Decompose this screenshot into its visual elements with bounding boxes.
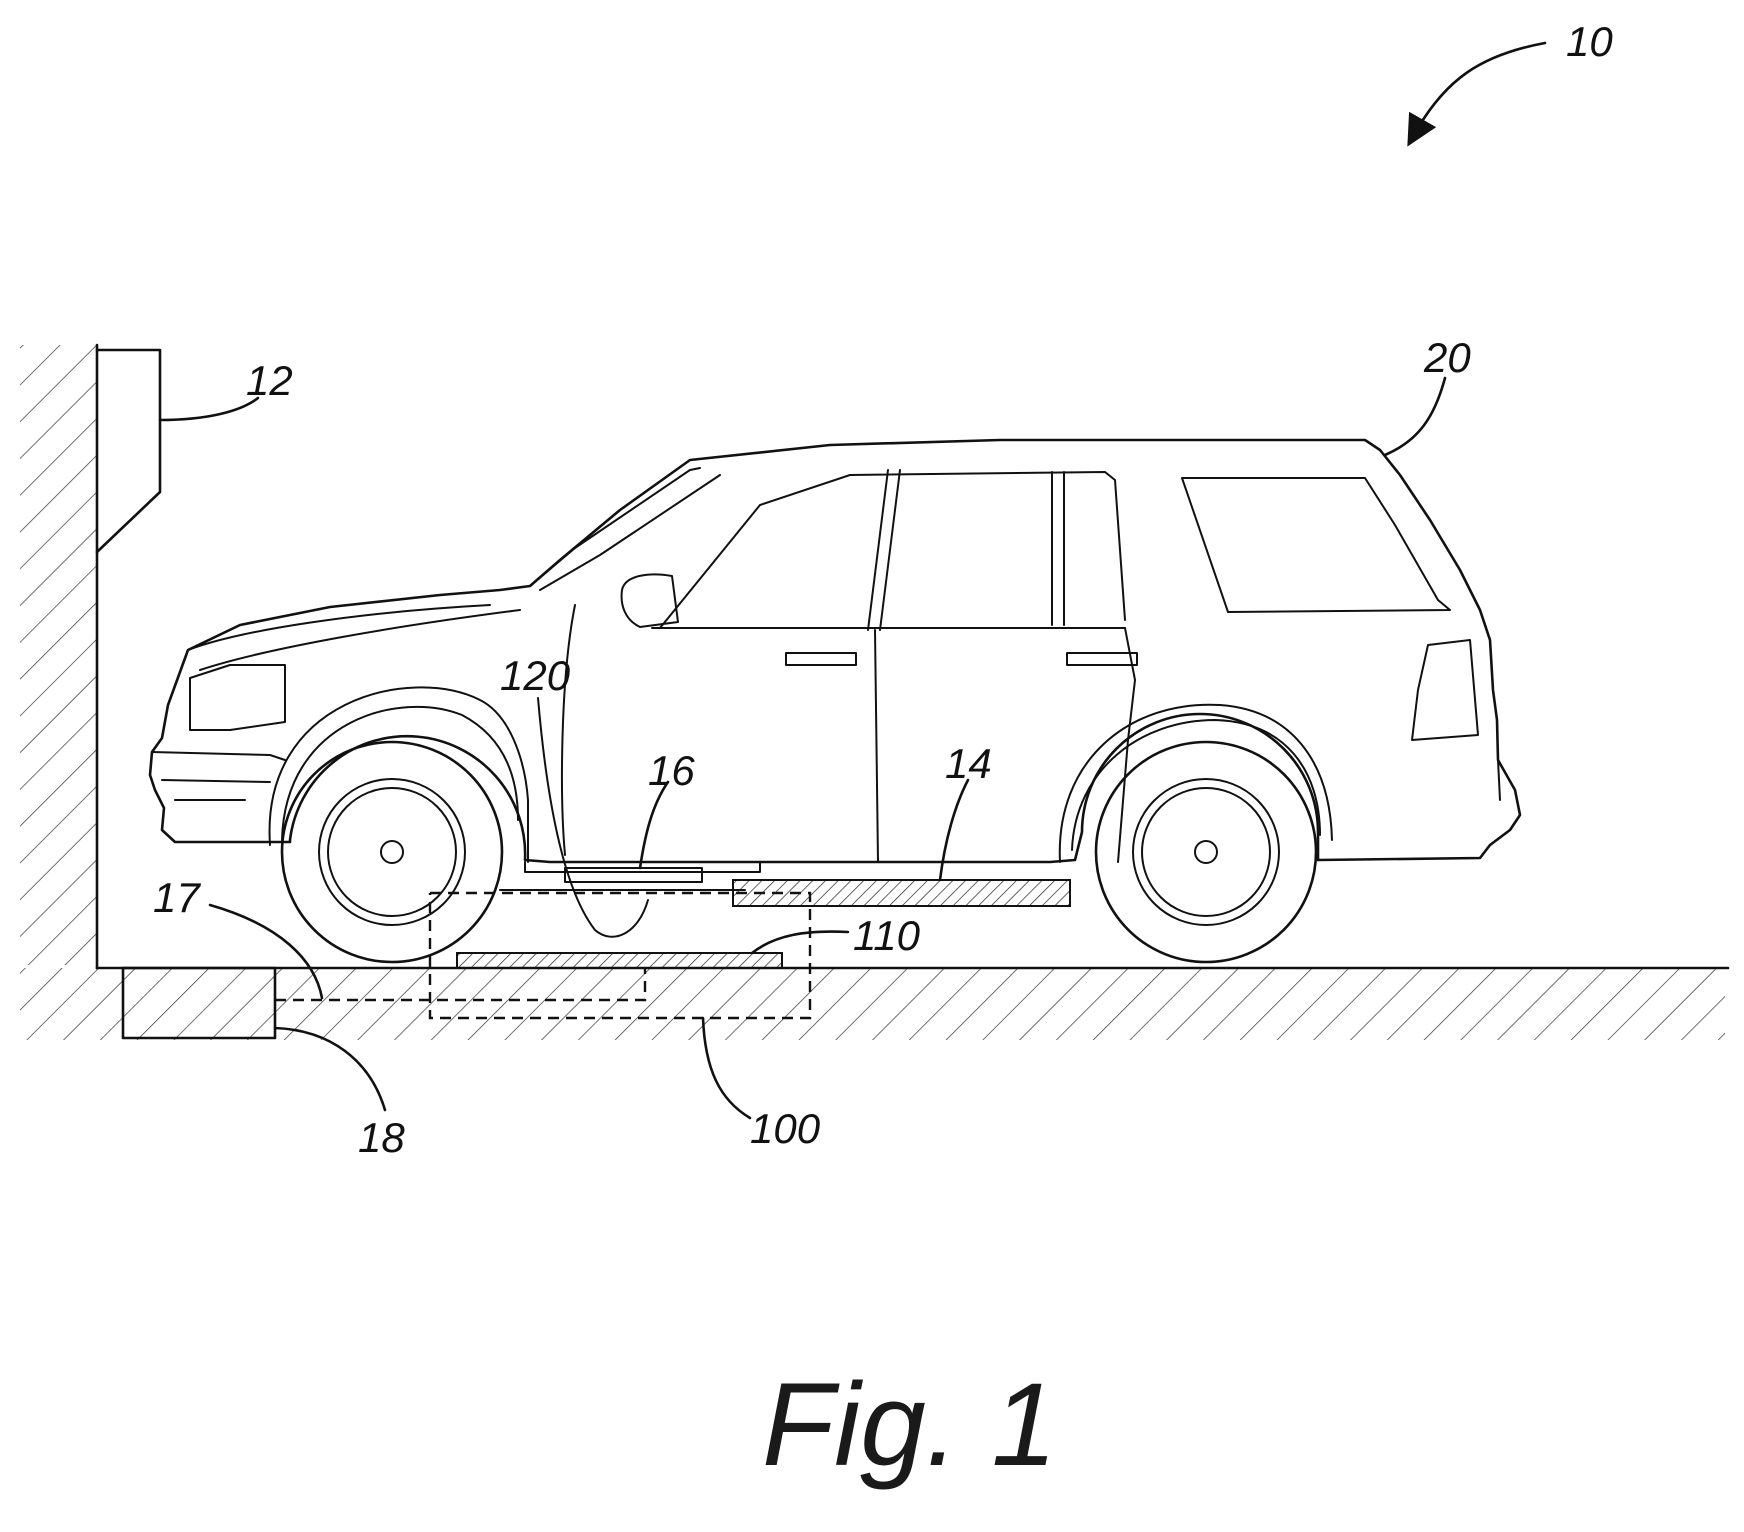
wall [20,345,97,968]
label-charger: 12 [246,357,293,404]
battery-pack [733,880,1070,906]
label-supply-box: 18 [358,1114,405,1161]
front-wheel [282,742,502,962]
rear-wheel [1096,742,1316,962]
wall-charger [97,350,160,552]
label-vehicle: 20 [1423,334,1471,381]
cable [538,698,648,937]
label-cable: 120 [500,652,571,699]
label-ground-unit: 100 [750,1105,821,1152]
label-conduit: 17 [153,874,201,921]
label-receiver: 16 [648,747,695,794]
label-battery: 14 [945,740,992,787]
figure-caption: Fig. 1 [762,1359,1057,1491]
transmitter-pad [457,953,782,968]
label-transmitter-pad: 110 [853,912,921,959]
label-system: 10 [1566,18,1613,65]
receiver-coil [565,868,702,882]
